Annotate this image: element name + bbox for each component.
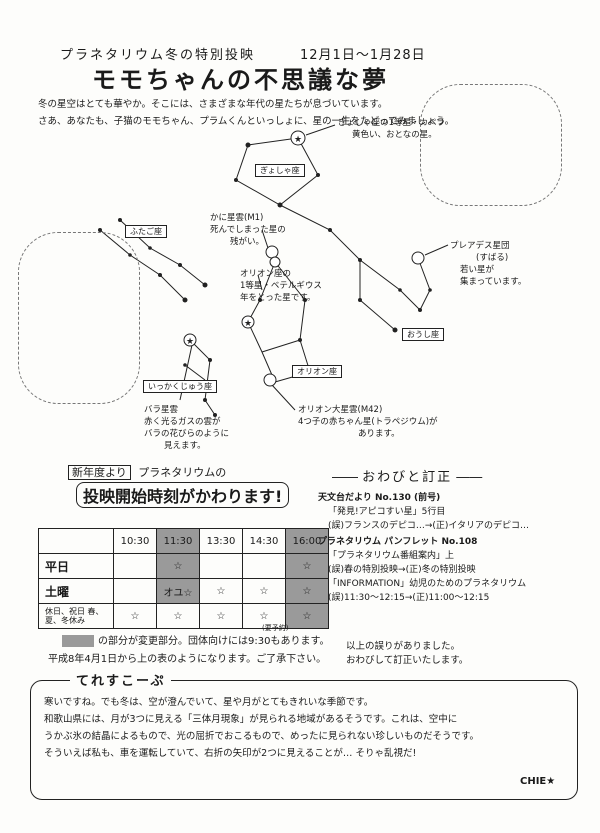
orion-line: [261, 339, 301, 353]
pleiades-marker: [411, 251, 425, 265]
schedule-banner: 新年度より プラネタリウムの 投映開始時刻がかわります!: [38, 464, 290, 514]
errata-title: ―― おわびと訂正 ――: [332, 470, 483, 485]
telescope-box: [30, 680, 578, 800]
schedule-row-holiday: 休日、祝日 春、夏、冬休み ☆ ☆ ☆ ☆ ☆: [38, 603, 329, 629]
schedule-cell: [113, 553, 157, 579]
time-header: 10:30: [113, 528, 157, 554]
rosette-nebula-note: バラ星雲 赤く光るガスの雲が バラの花びらのように 見えます。: [144, 405, 230, 451]
schedule-prefix: 新年度より: [68, 465, 131, 480]
page-title: モモちゃんの不思議な夢: [92, 65, 389, 94]
schedule-cell: オユ☆: [156, 578, 200, 604]
errata-item: プラネタリウム パンフレット No.108 「プラネタリウム番組案内」上 (誤)…: [318, 537, 527, 603]
telescope-text: 寒いですね。でも冬は、空が澄んでいて、星や月がとてもきれいな季節です。 和歌山県…: [44, 697, 480, 759]
featured-objects: [183, 130, 425, 387]
time-header: 11:30: [156, 528, 200, 554]
schedule-cell: ☆: [199, 603, 243, 629]
intro-line: さあ、あなたも、子猫のモモちゃん、プラムくんといっしょに、星の一生をたどってみま…: [38, 116, 455, 127]
orion-label: オリオン座: [292, 365, 342, 378]
schedule-cell: ☆: [156, 603, 200, 629]
orion-nebula-note: オリオン大星雲(M42) 4つ子の赤ちゃん星(トラペジウム)が あります。: [298, 405, 438, 439]
svg-text:★: ★: [244, 319, 252, 329]
schedule-header-row: 10:30 11:30 13:30 14:30 16:00: [38, 528, 329, 554]
row-label: 休日、祝日 春、夏、冬休み: [38, 603, 114, 629]
row-label: 平日: [38, 553, 114, 579]
orion-nebula-arrow: [271, 384, 296, 411]
svg-text:★: ★: [186, 337, 194, 347]
characters-illustration-right: [420, 84, 562, 206]
errata-list: 天文台だより No.130 (前号) 「発見!アピコすい星」5行目 (誤)フラン…: [318, 491, 588, 607]
reservation-note: (要予約): [262, 624, 289, 632]
schedule-effective-note: 平成8年4月1日から上の表のようになります。ご了承下さい。: [48, 654, 327, 665]
schedule-cell: ☆: [285, 603, 329, 629]
orion-nebula-marker: [263, 373, 277, 387]
schedule-note: の部分が変更部分。団体向けには9:30もあります。: [62, 632, 329, 647]
schedule-cell: [199, 553, 243, 579]
row-label: 土曜: [38, 578, 114, 604]
stars: [98, 142, 432, 417]
schedule-headline: 投映開始時刻がかわります!: [76, 482, 290, 508]
betelgeuse-arrow: [257, 274, 263, 291]
program-subtitle: プラネタリウム冬の特別投映: [60, 48, 256, 63]
characters-illustration-left: [18, 232, 140, 404]
betelgeuse-note: オリオン座の 1等星・ベテルギウス 年をとった星です。: [240, 269, 322, 303]
intro-text: 冬の星空はとても華やか。そこには、さまざまな年代の星たちが息づいています。 さあ…: [38, 96, 488, 130]
gemini-label: ふたご座: [125, 225, 167, 238]
program-dates: 12月1日〜1月28日: [300, 48, 426, 63]
schedule-cell: ☆: [285, 578, 329, 604]
pleiades-arrow: [424, 244, 449, 256]
betelgeuse-marker: [269, 256, 281, 268]
svg-text:★: ★: [294, 135, 302, 145]
capella-marker: [290, 130, 306, 146]
taurus-line: [359, 259, 421, 311]
time-header: 16:00: [285, 528, 329, 554]
schedule-cell: ☆: [199, 578, 243, 604]
star-glyphs: ★ ★ ★: [186, 135, 302, 347]
auriga-label: ぎょしゃ座: [255, 164, 305, 177]
time-header: 13:30: [199, 528, 243, 554]
telescope-signature: CHIE★: [520, 776, 556, 787]
schedule-row-weekday: 平日 ☆ ☆: [38, 553, 329, 579]
rosette-nebula-marker: [183, 333, 197, 347]
auriga-line: [235, 137, 319, 206]
pleiades-note: プレアデス星団 (すばる) 若い星が 集まっています。: [450, 241, 527, 287]
monoceros-line: [184, 364, 206, 381]
crab-arrow: [261, 229, 269, 249]
schedule-cell: ☆: [285, 553, 329, 579]
schedule-cell: ☆: [156, 553, 200, 579]
taurus-label: おうし座: [402, 328, 444, 341]
schedule-line1: プラネタリウムの: [138, 466, 227, 479]
shade-swatch: [62, 635, 94, 647]
pleiades-line: [417, 257, 431, 311]
time-header: 14:30: [242, 528, 286, 554]
intro-line: 冬の星空はとても華やか。そこには、さまざまな年代の星たちが息づいています。: [38, 99, 388, 110]
schedule-table: 10:30 11:30 13:30 14:30 16:00 平日 ☆ ☆ 土曜 …: [38, 528, 329, 629]
errata-item: 天文台だより No.130 (前号) 「発見!アピコすい星」5行目 (誤)フラン…: [318, 493, 530, 531]
capella-arrow: [305, 124, 336, 136]
schedule-cell: ☆: [113, 603, 157, 629]
schedule-cell: [113, 578, 157, 604]
bellatrix-marker: [241, 315, 255, 329]
monoceros-label: いっかくじゅう座: [143, 380, 217, 393]
schedule-cell: [242, 553, 286, 579]
schedule-cell: ☆: [242, 578, 286, 604]
errata-closing: 以上の誤りがありました。 おわびして訂正いたします。: [346, 641, 469, 666]
telescope-title: てれすこーぷ: [70, 670, 172, 689]
crab-nebula-note: かに星雲(M1) 死んでしまった星の 残がい。: [210, 213, 286, 247]
schedule-row-saturday: 土曜 オユ☆ ☆ ☆ ☆: [38, 578, 329, 604]
capella-note: ぎょしゃ座の1等星・カペラ 黄色い、おとなの星。: [338, 118, 445, 140]
